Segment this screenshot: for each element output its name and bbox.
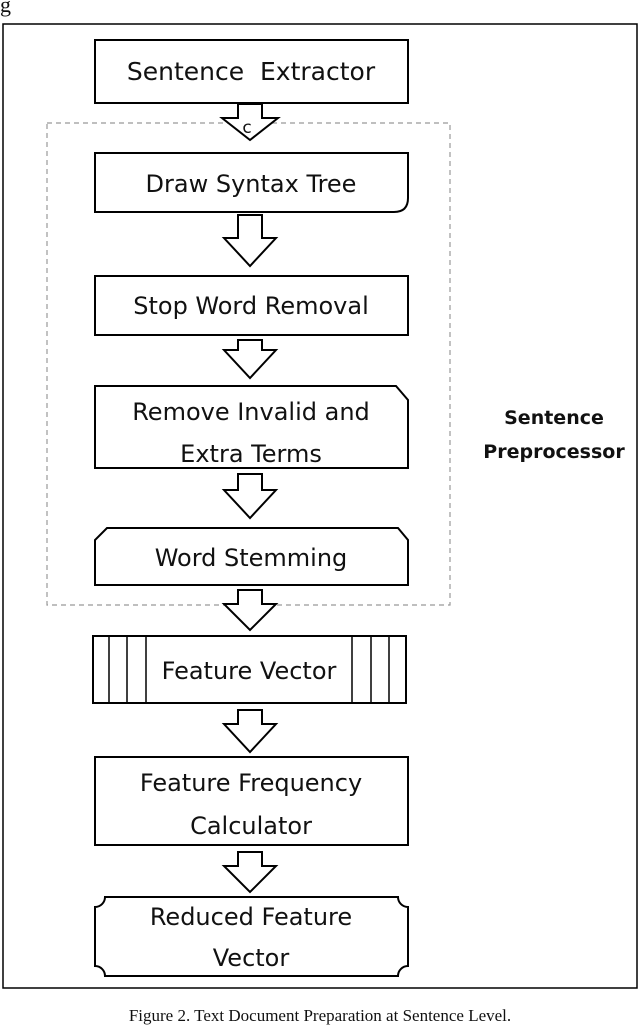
feature-vector-label: Feature Vector (162, 657, 337, 685)
remove-invalid-label-2: Extra Terms (180, 440, 322, 468)
arrow-1 (219, 103, 281, 142)
arrow-2 (221, 214, 279, 268)
reduced-feature-box (94, 896, 409, 977)
figure-caption: Figure 2. Text Document Preparation at S… (128, 1006, 512, 1025)
c-marker: c (242, 118, 251, 138)
feature-frequency-box (94, 756, 409, 846)
stop-word-removal-label: Stop Word Removal (133, 292, 369, 320)
arrow-7 (221, 851, 279, 894)
reduced-feature-label-2: Vector (213, 944, 290, 972)
outer-frame (2, 23, 638, 989)
word-stemming-box (94, 527, 409, 586)
group-label-2: Preprocessor (483, 441, 625, 463)
remove-invalid-box (94, 385, 409, 469)
sentence-extractor-box (94, 39, 409, 104)
remove-invalid-label-1: Remove Invalid and (132, 398, 370, 426)
draw-syntax-tree-box (94, 152, 409, 213)
arrow-6 (221, 709, 279, 754)
arrow-4 (221, 473, 279, 520)
group-label-1: Sentence (504, 407, 604, 429)
arrow-5 (221, 589, 279, 632)
reduced-feature-label-1: Reduced Feature (150, 903, 352, 931)
feature-frequency-label-2: Calculator (190, 812, 312, 840)
top-fragment: g (0, 0, 11, 17)
sentence-extractor-label: Sentence Extractor (127, 57, 376, 86)
feature-vector-box (92, 635, 407, 704)
word-stemming-label: Word Stemming (155, 544, 348, 572)
flowchart: Sentence Extractor c Draw Syntax Tree St… (2, 23, 638, 989)
arrow-3 (221, 339, 279, 380)
feature-frequency-label-1: Feature Frequency (140, 769, 362, 797)
stop-word-removal-box (94, 275, 409, 336)
draw-syntax-tree-label: Draw Syntax Tree (146, 170, 357, 198)
